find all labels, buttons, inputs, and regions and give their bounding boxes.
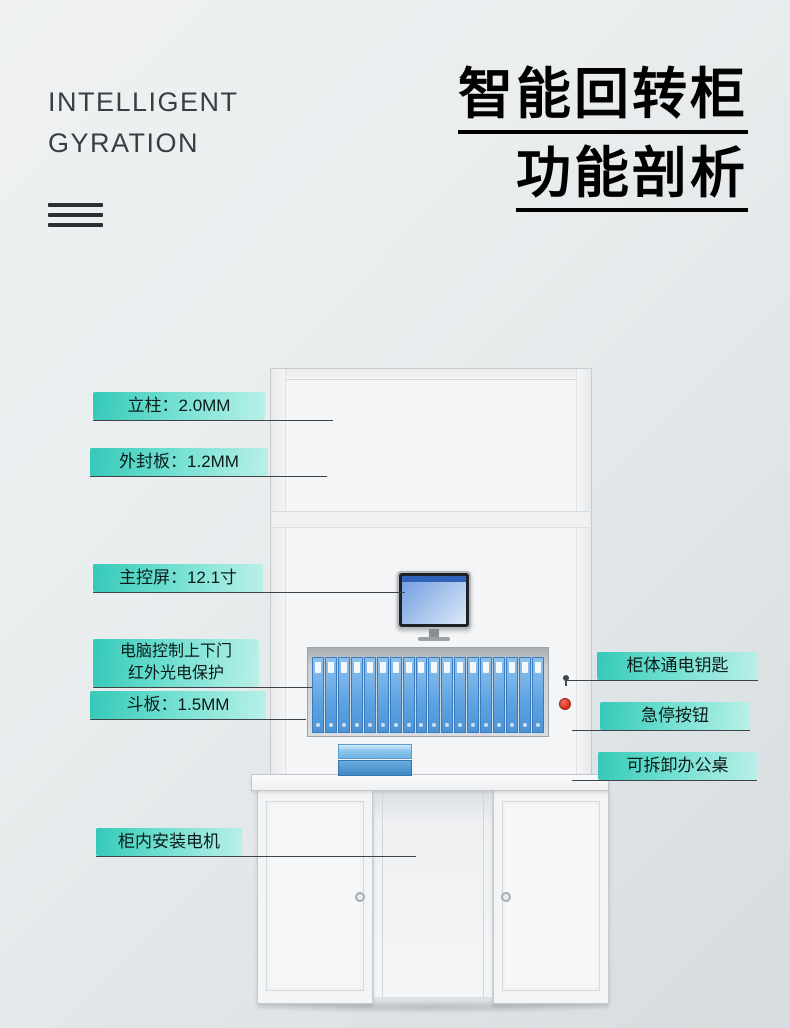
callout-label-detachable-desk: 可拆卸办公桌 <box>598 752 757 780</box>
brand-text: INTELLIGENT GYRATION <box>48 82 239 164</box>
binder <box>312 657 324 733</box>
callout-label-power-key: 柜体通电钥匙 <box>597 652 758 680</box>
callout-door-control-line1: 电脑控制上下门 <box>119 643 232 660</box>
menu-bar <box>48 203 103 207</box>
power-key-icon <box>563 675 569 686</box>
binder <box>480 657 493 733</box>
control-screen-bezel <box>399 573 469 627</box>
page-title: 智能回转柜 功能剖析 <box>457 63 748 213</box>
brand-line-2: GYRATION <box>48 128 200 158</box>
binder <box>376 657 389 733</box>
control-screen-arm <box>429 629 439 638</box>
cabinet-right-column <box>576 369 591 777</box>
cabinet-left-column <box>271 369 286 777</box>
desk-right-door <box>502 801 600 991</box>
file-box <box>338 760 412 776</box>
callout-label-door-control: 电脑控制上下门 红外光电保护 <box>93 639 259 687</box>
callout-line-outer-panel <box>90 476 327 477</box>
callout-label-bucket-plate: 斗板：1.5MM <box>90 691 266 719</box>
control-screen-base <box>418 637 450 641</box>
callout-door-control-line2: 红外光电保护 <box>127 665 224 682</box>
callout-label-main-screen: 主控屏：12.1寸 <box>93 564 263 592</box>
callout-line-power-key <box>566 680 758 681</box>
callout-line-motor <box>96 856 416 857</box>
binder <box>531 657 544 733</box>
callout-line-emergency-stop <box>572 730 750 731</box>
binder <box>324 657 337 733</box>
binder <box>428 657 441 733</box>
binder <box>402 657 415 733</box>
desk-surface <box>251 774 609 791</box>
callout-label-emergency-stop: 急停按钮 <box>600 702 750 730</box>
emergency-stop-button-icon <box>559 698 571 710</box>
desk-left-pedestal <box>257 790 373 1004</box>
binder <box>454 657 467 733</box>
keyhole-icon <box>355 892 365 902</box>
callout-line-door-control <box>93 687 312 688</box>
cabinet-body <box>270 368 592 778</box>
binder <box>415 657 428 733</box>
desk-left-door <box>266 801 364 991</box>
keyhole-icon <box>501 892 511 902</box>
binder <box>363 657 376 733</box>
callout-label-column: 立柱：2.0MM <box>93 392 265 420</box>
binder <box>493 657 506 733</box>
menu-bar <box>48 213 103 217</box>
callout-label-motor: 柜内安装电机 <box>96 828 242 856</box>
binder <box>350 657 363 733</box>
brand-line-1: INTELLIGENT <box>48 87 239 117</box>
callout-line-bucket-plate <box>90 719 306 720</box>
binder <box>441 657 454 733</box>
cabinet-top-cap <box>271 369 591 380</box>
binder <box>389 657 402 733</box>
title-line-2: 功能剖析 <box>515 142 748 213</box>
menu-bar <box>48 223 103 227</box>
desk-right-pedestal <box>493 790 609 1004</box>
binder <box>519 657 531 733</box>
menu-lines-icon <box>48 203 103 233</box>
binder <box>467 657 480 733</box>
rotary-shelf-opening <box>307 647 549 737</box>
control-screen <box>397 571 471 629</box>
file-box <box>338 744 412 759</box>
cabinet-panel-seam <box>272 511 590 528</box>
file-boxes <box>338 744 412 776</box>
binder <box>506 657 518 733</box>
callout-line-main-screen <box>93 592 405 593</box>
cabinet-lower-panel <box>374 791 492 997</box>
callout-line-detachable-desk <box>572 780 757 781</box>
callout-label-outer-panel: 外封板：1.2MM <box>90 448 268 476</box>
control-screen-display <box>402 576 466 624</box>
callout-line-column <box>93 420 333 421</box>
binder <box>337 657 350 733</box>
title-line-1: 智能回转柜 <box>457 63 748 134</box>
